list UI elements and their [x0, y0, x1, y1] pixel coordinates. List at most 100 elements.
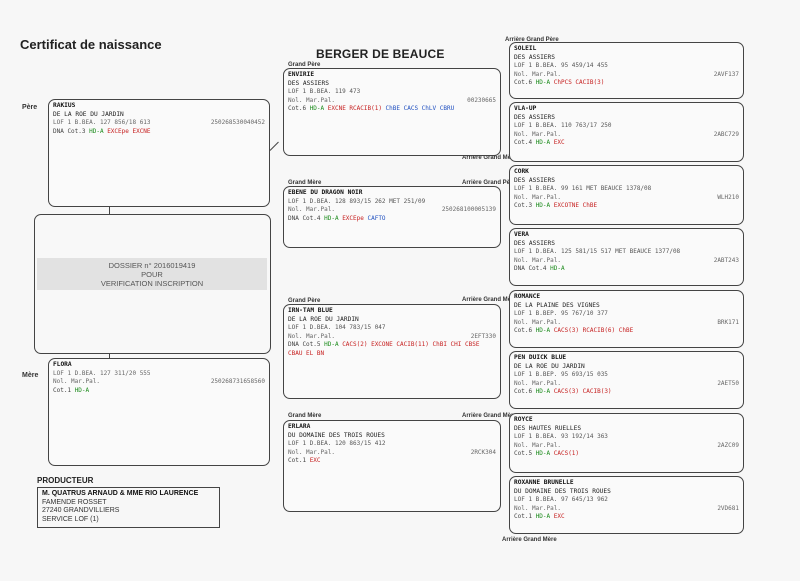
- dog-name: EBENE DU DRAGON NOIR: [288, 189, 363, 196]
- dog-lof: LOF 1 B.BEA. 110 763/17 250: [514, 122, 612, 130]
- title-segment: HD-A: [535, 79, 554, 87]
- title-segment: CACS(3) CACIB(3): [553, 388, 612, 396]
- title-segment: DNA Cot.3: [53, 127, 90, 135]
- dog-mar: Nol. Mar.Pal.: [288, 448, 335, 456]
- dog-lof: LOF 1 D.BEA. 128 893/15 262 MET 251/09: [288, 197, 426, 205]
- dog-lof: LOF 1 D.BEA. 104 783/15 047: [288, 324, 386, 332]
- dog-titles: Cot.6 HD-A ChPCS CACIB(3): [514, 79, 739, 88]
- title-segment: Cot.1: [288, 457, 310, 465]
- dog-titles: Cot.1 HD-A: [53, 387, 265, 396]
- dossier-line: DOSSIER n° 2016019419: [108, 261, 196, 270]
- granddam-paternal-card: EBENE DU DRAGON NOIR LOF 1 D.BEA. 128 89…: [283, 186, 501, 248]
- title-segment: HD-A: [535, 327, 554, 335]
- title-segment: Cot.6: [514, 327, 536, 335]
- dog-titles: DNA Cot.4 HD-A EXCEpe CAFTO: [288, 215, 496, 224]
- title-segment: DNA Cot.4: [514, 265, 551, 273]
- dog-mar-row: Nol. Mar.Pal. 2RCK304: [288, 449, 496, 458]
- dog-titles: DNA Cot.5 HD-A CACS(2) EXCONE CACIB(11) …: [288, 341, 496, 358]
- dog-name: ROYCE: [514, 416, 533, 423]
- label-pere: Père: [22, 104, 38, 111]
- title-segment: HD-A: [324, 214, 343, 222]
- title-segment: Cot.1: [514, 513, 536, 521]
- title-segment: Cot.1: [53, 386, 75, 394]
- dog-id: 2AZC09: [717, 441, 739, 449]
- title-segment: HD-A: [550, 265, 565, 273]
- dog-name: ERLARA: [288, 423, 311, 430]
- dog-kennel: DE LA ROE DU JARDIN: [288, 315, 359, 323]
- dog-name: PEN DUICK BLUE: [514, 354, 567, 361]
- dog-id: BRK171: [717, 318, 739, 326]
- dog-name: SOLEIL: [514, 45, 537, 52]
- title-segment: Cot.6: [514, 79, 536, 87]
- title-segment: EXCNE RCACIB(1): [327, 105, 386, 113]
- title-segment: Cot.6: [514, 388, 536, 396]
- title-segment: Cot.3: [514, 202, 536, 210]
- dog-mar: Nol. Mar.Pal.: [514, 441, 561, 449]
- dog-kennel: DU DOMAINE DES TROIS ROUES: [288, 431, 385, 439]
- title-segment: EXC: [553, 513, 565, 521]
- label-agm: Arrière Grand Mère: [462, 297, 517, 303]
- label-gm: Grand Mère: [288, 413, 322, 419]
- title-segment: HD-A: [535, 202, 554, 210]
- title-segment: EXC: [309, 457, 321, 465]
- dog-lof: LOF 1 B.BEP. 95 693/15 035: [514, 371, 608, 379]
- label-mere: Mère: [22, 372, 39, 379]
- label-agp: Arrière Grand Père: [505, 37, 559, 43]
- producer-heading: PRODUCTEUR: [37, 476, 94, 485]
- dog-kennel: DE LA PLAINE DES VIGNES: [514, 301, 600, 309]
- dog-lof: LOF 1 D.BEA. 127 311/20 555: [53, 369, 151, 377]
- dog-mar-row: Nol. Mar.Pal.WLH210: [514, 194, 739, 203]
- producer-name: M. QUATRUS ARNAUD & MME RIO LAURENCE: [42, 490, 199, 497]
- dog-id: 2EFT330: [470, 332, 496, 340]
- label-agm: Arrière Grand Mère: [502, 537, 557, 543]
- label-agm: Arrière Grand Mère: [462, 413, 517, 419]
- dog-mar: Nol. Mar.Pal.: [288, 332, 335, 340]
- title-segment: EXCEpe EXCNE: [107, 127, 151, 135]
- producer-line: SERVICE LOF (1): [42, 515, 99, 523]
- title-segment: EXCEpe: [342, 214, 368, 222]
- dog-mar-row: Nol. Mar.Pal. 2AZC09: [514, 442, 739, 451]
- dog-id: 2ABT243: [713, 256, 739, 264]
- dog-mar: Nol. Mar.Pal.: [288, 96, 335, 104]
- dog-mar-row: Nol. Mar.Pal.2ABT243: [514, 257, 739, 266]
- dog-name: CORK: [514, 168, 529, 175]
- sire-card: RAKIUS DE LA ROE DU JARDIN LOF 1 B.BEA. …: [48, 99, 270, 207]
- dog-titles: DNA Cot.3 HD-A EXCEpe EXCNE: [53, 128, 265, 137]
- dog-id: 2ABC729: [713, 130, 739, 138]
- dog-lof: LOF 1 B.BEP. 95 767/10 377: [514, 310, 608, 318]
- dog-name: ROMANCE: [514, 293, 541, 300]
- dog-mar: Nol. Mar.Pal.: [514, 318, 561, 326]
- page-title: Certificat de naissance: [20, 37, 162, 52]
- dog-kennel: DES ASSIERS: [514, 113, 555, 121]
- title-segment: EXC: [553, 139, 565, 147]
- dog-mar-row: Nol. Mar.Pal.2AVF137: [514, 71, 739, 80]
- title-segment: DNA Cot.4: [288, 214, 325, 222]
- dog-kennel: DE LA ROE DU JARDIN: [514, 362, 585, 370]
- dog-titles: Cot.1 EXC: [288, 457, 496, 466]
- dog-titles: Cot.5 HD-A CACS(1): [514, 450, 739, 459]
- dog-kennel: DU DOMAINE DES TROIS ROUES: [514, 487, 611, 495]
- dog-titles: Cot.6 HD-A EXCNE RCACIB(1) ChBE CACS ChL…: [288, 105, 496, 114]
- label-gp: Grand Père: [288, 62, 321, 68]
- dog-id: 2RCK304: [470, 448, 496, 456]
- breed-title: BERGER DE BEAUCE: [316, 47, 445, 61]
- dog-kennel: DES ASSIERS: [514, 176, 555, 184]
- dossier-line: POUR: [141, 270, 163, 279]
- dog-titles: Cot.6 HD-A CACS(3) CACIB(3): [514, 388, 739, 397]
- dossier-line: VERIFICATION INSCRIPTION: [100, 279, 204, 288]
- title-segment: ChBE CACS ChLV CBRU: [385, 105, 455, 113]
- dog-mar-row: Nol. Mar.Pal. 2EFT330: [288, 333, 496, 342]
- dog-id: 250268100005139: [441, 206, 496, 214]
- grandsire-paternal-card: ENVIRIE DES ASSIERS LOF 1 B.BEA. 119 473…: [283, 68, 501, 156]
- title-segment: ChPCS CACIB(3): [553, 79, 605, 87]
- dog-lof: LOF 1 B.BEA. 93 192/14 363: [514, 433, 608, 441]
- dog-mar: Nol. Mar.Pal.: [514, 130, 561, 138]
- title-segment: HD-A: [324, 341, 343, 349]
- dog-name: FLORA: [53, 361, 72, 368]
- producer-section: PRODUCTEUR M. QUATRUS ARNAUD & MME RIO L…: [37, 476, 220, 528]
